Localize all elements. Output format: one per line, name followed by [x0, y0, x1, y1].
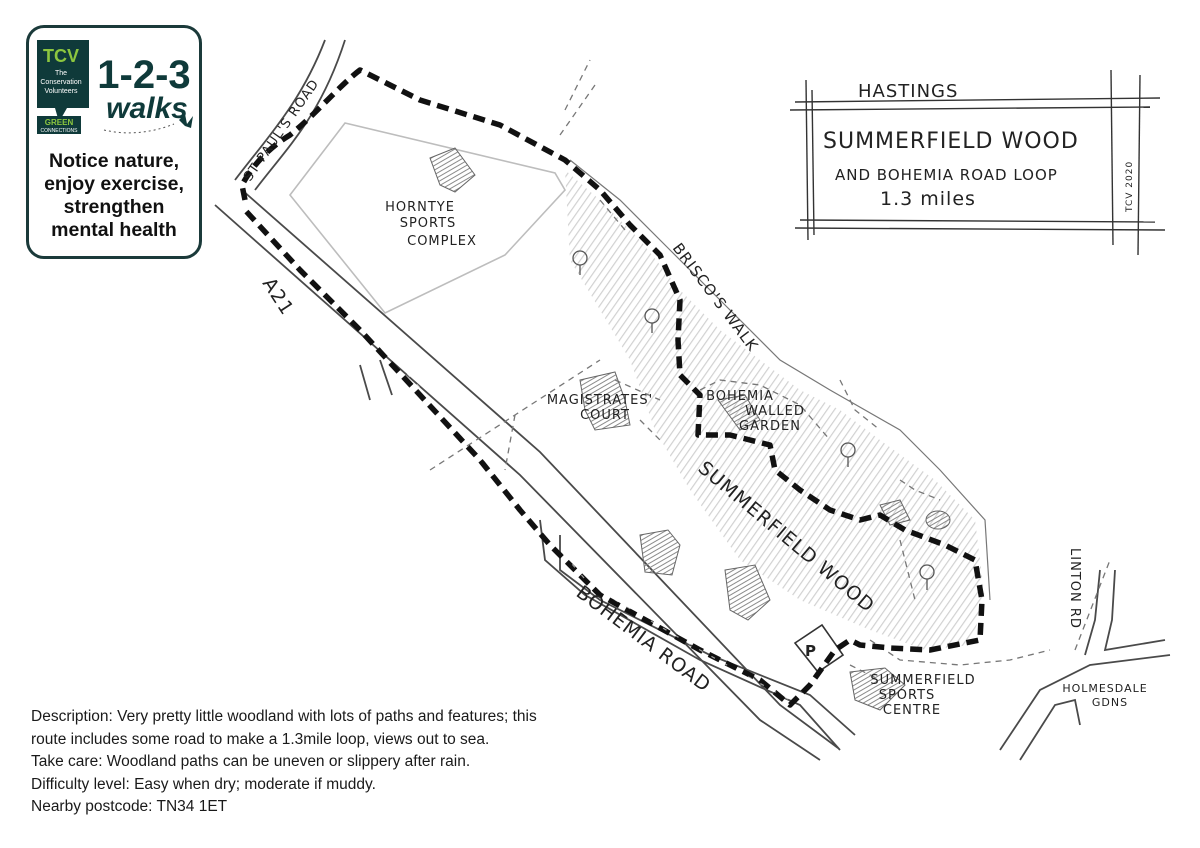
parking: P	[793, 623, 845, 674]
svg-text:GARDEN: GARDEN	[739, 419, 801, 434]
svg-text:CENTRE: CENTRE	[883, 703, 941, 718]
svg-text:COMPLEX: COMPLEX	[407, 234, 477, 249]
svg-text:SPORTS: SPORTS	[879, 688, 936, 703]
badge-tagline: Notice nature, enjoy exercise, strengthe…	[44, 150, 184, 241]
sports-centre-building	[849, 667, 906, 711]
trees	[572, 250, 935, 590]
a21-label: A21	[258, 274, 298, 320]
svg-text:SPORTS: SPORTS	[400, 216, 457, 231]
horntye-sports-complex-area	[288, 122, 566, 314]
tcv-pin-icon	[37, 40, 89, 122]
walled-garden-label: BOHEMIA WALLED GARDEN	[706, 389, 805, 434]
summerfield-wood-area	[565, 170, 985, 650]
credit-label: TCV 2020	[1125, 161, 1135, 213]
building-centre-2	[724, 564, 771, 621]
svg-text:Volunteers: Volunteers	[44, 88, 78, 95]
sports-centre-label: SUMMERFIELD SPORTS CENTRE	[870, 673, 975, 718]
tree-icon-4	[919, 564, 935, 590]
tcv-123-walks-logo: TCV The Conservation Volunteers GREEN CO…	[37, 40, 193, 134]
linton-road	[1084, 569, 1101, 656]
buildings	[429, 147, 951, 711]
svg-text:1-2-3: 1-2-3	[97, 53, 190, 97]
svg-text:CONNECTIONS: CONNECTIONS	[41, 128, 79, 134]
svg-text:Conservation: Conservation	[40, 79, 81, 86]
magistrates-court-label: MAGISTRATES' COURT	[547, 393, 653, 423]
description-line: Description: Very pretty little woodland…	[31, 708, 537, 725]
holmesdale-gardens	[999, 654, 1171, 751]
town-label: HASTINGS	[858, 81, 958, 102]
svg-text:TCV: TCV	[43, 46, 79, 66]
st-pauls-road	[234, 39, 326, 181]
walled-garden-building	[717, 394, 761, 431]
postcode-line: Nearby postcode: TN34 1ET	[31, 798, 228, 815]
briscos-walk-boundary	[569, 159, 991, 601]
parking-box	[793, 623, 845, 674]
horntye-label: HORNTYE SPORTS COMPLEX	[385, 200, 477, 249]
tree-icon-2	[644, 308, 660, 333]
svg-text:COURT: COURT	[580, 408, 630, 423]
walk-title-line1: SUMMERFIELD WOOD	[823, 129, 1079, 154]
walk-description: Description: Very pretty little woodland…	[31, 706, 671, 819]
tree-icon-1	[572, 250, 588, 275]
svg-text:HORNTYE: HORNTYE	[385, 200, 455, 215]
holmesdale-label: HOLMESDALE GDNS	[1062, 682, 1147, 709]
difficulty-line: Difficulty level: Easy when dry; moderat…	[31, 775, 376, 793]
svg-text:walks: walks	[106, 92, 188, 125]
svg-text:MAGISTRATES': MAGISTRATES'	[547, 393, 653, 408]
parking-icon: P	[805, 642, 817, 660]
svg-text:WALLED: WALLED	[745, 404, 805, 419]
walk-route	[239, 67, 985, 708]
walk-distance: 1.3 miles	[880, 188, 976, 210]
bohemia-road-label: BOHEMIA ROAD	[572, 581, 715, 696]
description-line: route includes some road to make a 1.3mi…	[31, 730, 490, 748]
horntye-building	[429, 147, 476, 193]
bohemia-road	[539, 519, 841, 751]
tcv-badge: TCV The Conservation Volunteers GREEN CO…	[26, 25, 202, 259]
magistrates-court-building	[579, 371, 631, 431]
butterfly-icon	[179, 114, 193, 128]
pond	[925, 510, 951, 530]
svg-text:The: The	[55, 70, 67, 77]
take-care-line: Take care: Woodland paths can be uneven …	[31, 753, 471, 770]
svg-text:GDNS: GDNS	[1092, 696, 1128, 709]
svg-text:HOLMESDALE: HOLMESDALE	[1062, 682, 1147, 695]
building-centre-1	[639, 529, 681, 576]
svg-text:GREEN: GREEN	[45, 118, 74, 127]
title-box: HASTINGS SUMMERFIELD WOOD AND BOHEMIA RO…	[789, 69, 1166, 256]
svg-text:BOHEMIA: BOHEMIA	[706, 389, 774, 404]
svg-text:SUMMERFIELD: SUMMERFIELD	[870, 673, 975, 688]
walk-title-line2: AND BOHEMIA ROAD LOOP	[835, 166, 1058, 184]
tree-icon-3	[840, 442, 856, 467]
linton-rd-label: LINTON RD	[1067, 548, 1082, 629]
